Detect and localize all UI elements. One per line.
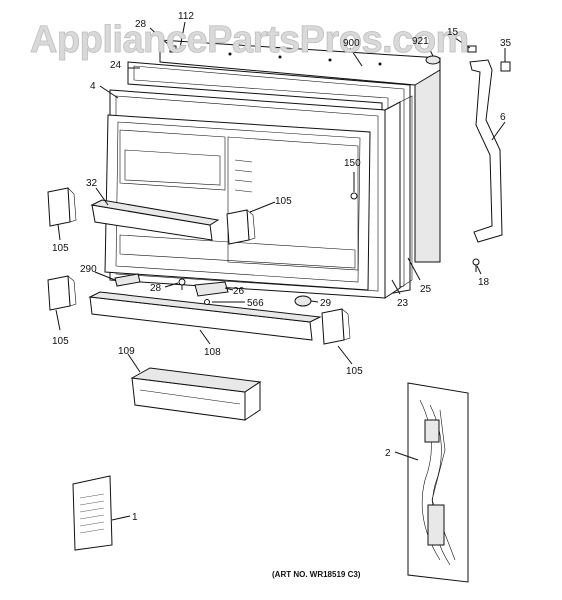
small-parts-top — [169, 45, 511, 72]
callout-105d: 105 — [346, 366, 363, 377]
shelf-end-cap-105d — [321, 308, 351, 345]
callout-105a: 105 — [52, 243, 69, 254]
screw-566 — [204, 299, 210, 305]
door-bin-109 — [130, 367, 262, 421]
callout-900: 900 — [343, 38, 360, 49]
bushing-29 — [294, 295, 312, 307]
hinge-plate-26 — [194, 281, 229, 297]
screw-28 — [178, 278, 186, 290]
callout-109: 109 — [118, 346, 135, 357]
shelf-end-cap-105a — [47, 187, 77, 227]
cap-150 — [350, 192, 358, 200]
callout-566: 566 — [247, 298, 264, 309]
bracket-290 — [114, 273, 141, 287]
callout-26: 26 — [233, 286, 245, 297]
callout-35: 35 — [500, 38, 512, 49]
use-care-booklet — [72, 475, 113, 551]
callout-28a: 28 — [135, 19, 147, 30]
screw-18 — [472, 258, 480, 272]
callout-290: 290 — [80, 264, 97, 275]
inner-liner — [104, 114, 371, 291]
callout-23: 23 — [397, 298, 409, 309]
callout-105b: 105 — [275, 196, 292, 207]
door-shelf-32 — [90, 199, 220, 241]
callout-105c: 105 — [52, 336, 69, 347]
callout-6: 6 — [500, 112, 506, 123]
callout-112: 112 — [178, 11, 194, 22]
callout-1: 1 — [132, 512, 138, 523]
callout-150: 150 — [344, 158, 361, 169]
callout-32: 32 — [86, 178, 98, 189]
callout-28b: 28 — [150, 283, 162, 294]
outer-door-panel — [159, 39, 441, 263]
wiring-panel-2 — [407, 382, 469, 583]
leader-lines — [55, 21, 506, 521]
watermark-text: AppliancePartsPros.com — [30, 19, 469, 61]
callout-18: 18 — [478, 277, 490, 288]
callout-24: 24 — [110, 60, 122, 71]
callout-25: 25 — [420, 284, 432, 295]
callout-2: 2 — [385, 448, 391, 459]
door-shelf-108 — [88, 291, 322, 341]
door-handle — [469, 59, 503, 243]
shelf-end-cap-105c — [47, 275, 77, 311]
callout-labels: 28 112 900 921 15 35 24 4 6 32 150 105 105 105 105 290 2… — [52, 11, 512, 523]
callout-29: 29 — [320, 298, 332, 309]
art-number: (ART NO. WR18519 C3) — [272, 570, 361, 579]
callout-921: 921 — [412, 36, 429, 47]
shelf-end-cap-105b — [226, 209, 256, 245]
callout-15: 15 — [447, 27, 459, 38]
callout-4: 4 — [90, 81, 96, 92]
callout-108: 108 — [204, 347, 221, 358]
